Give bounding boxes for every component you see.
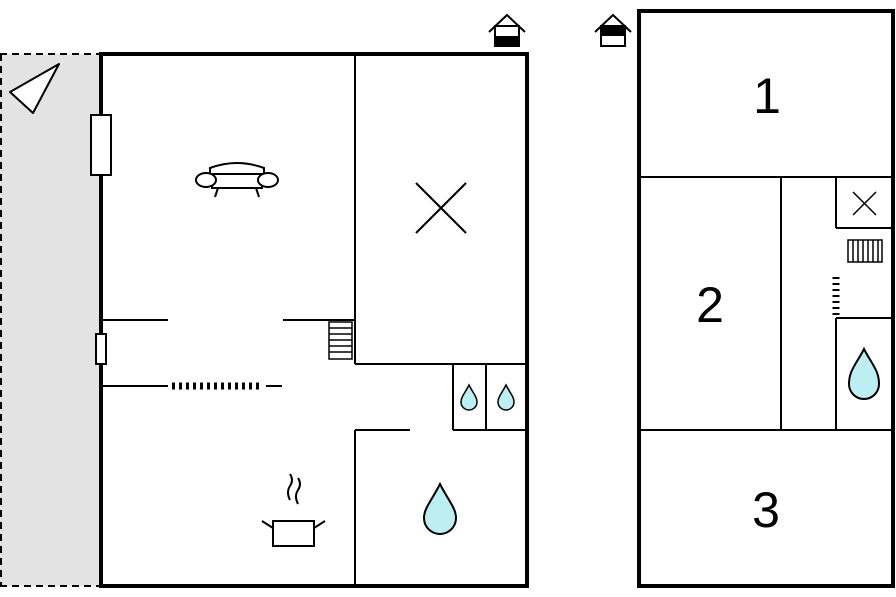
room-1-label: 1 bbox=[753, 68, 781, 124]
water-drop-icon bbox=[422, 481, 458, 535]
water-drop-icon bbox=[497, 383, 515, 411]
water-drop-icon bbox=[847, 346, 881, 400]
bed-cross-icon bbox=[852, 191, 877, 216]
floor-plan-right: 1 2 3 bbox=[594, 9, 895, 588]
floor-plan-left bbox=[0, 13, 529, 588]
bed-cross-icon bbox=[415, 182, 467, 234]
staircase bbox=[328, 321, 353, 360]
water-drop-icon bbox=[460, 383, 478, 411]
staircase bbox=[847, 239, 883, 263]
interior-walls bbox=[639, 176, 893, 431]
house-ground-floor-icon bbox=[488, 13, 526, 47]
room-3-label: 3 bbox=[752, 482, 780, 538]
cooking-pot-icon bbox=[261, 473, 326, 547]
terrace bbox=[0, 53, 100, 587]
house-upper-floor-icon bbox=[594, 13, 632, 47]
compass-triangle-icon bbox=[9, 63, 60, 114]
window bbox=[90, 114, 112, 176]
sofa-icon bbox=[195, 162, 279, 198]
door bbox=[95, 333, 107, 365]
interior-walls bbox=[101, 54, 527, 586]
outer-wall bbox=[637, 9, 895, 588]
room-2-label: 2 bbox=[696, 277, 724, 333]
